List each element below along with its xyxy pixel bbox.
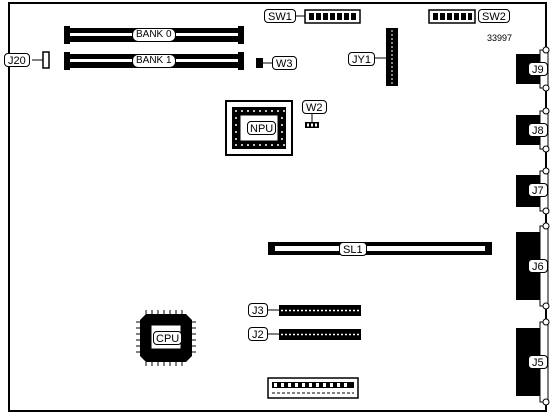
sl1-slot	[268, 242, 492, 255]
sw2-switch	[428, 9, 476, 24]
w2-label: W2	[302, 100, 327, 114]
sl1-label: SL1	[339, 242, 367, 256]
j3-header	[264, 305, 361, 316]
j9-label: J9	[528, 62, 548, 76]
j8-label: J8	[528, 123, 548, 137]
npu-chip	[225, 100, 293, 156]
npu-label: NPU	[247, 121, 277, 135]
bank0-label: BANK 0	[132, 28, 176, 42]
j7-label: J7	[528, 183, 548, 197]
j6-label: J6	[528, 259, 548, 273]
bank1-label: BANK 1	[132, 54, 176, 68]
sw2-label: SW2	[478, 9, 510, 23]
sw1-label: SW1	[264, 9, 296, 23]
sw1-switch	[292, 9, 361, 24]
jy1-label: JY1	[348, 52, 375, 66]
w3-label: W3	[272, 56, 297, 70]
j5-label: J5	[528, 355, 548, 369]
jy1-header	[374, 28, 398, 86]
motherboard-outline	[8, 2, 547, 412]
w2-jumper	[305, 113, 319, 128]
j2-header	[264, 329, 361, 340]
j2-label: J2	[248, 327, 268, 341]
power-connector	[267, 377, 359, 399]
w3-jumper	[256, 58, 272, 68]
j20-connector	[32, 51, 50, 69]
cpu-label: CPU	[153, 331, 183, 345]
j3-label: J3	[248, 303, 268, 317]
j20-label: J20	[4, 53, 30, 67]
part-number: 33997	[487, 33, 513, 43]
